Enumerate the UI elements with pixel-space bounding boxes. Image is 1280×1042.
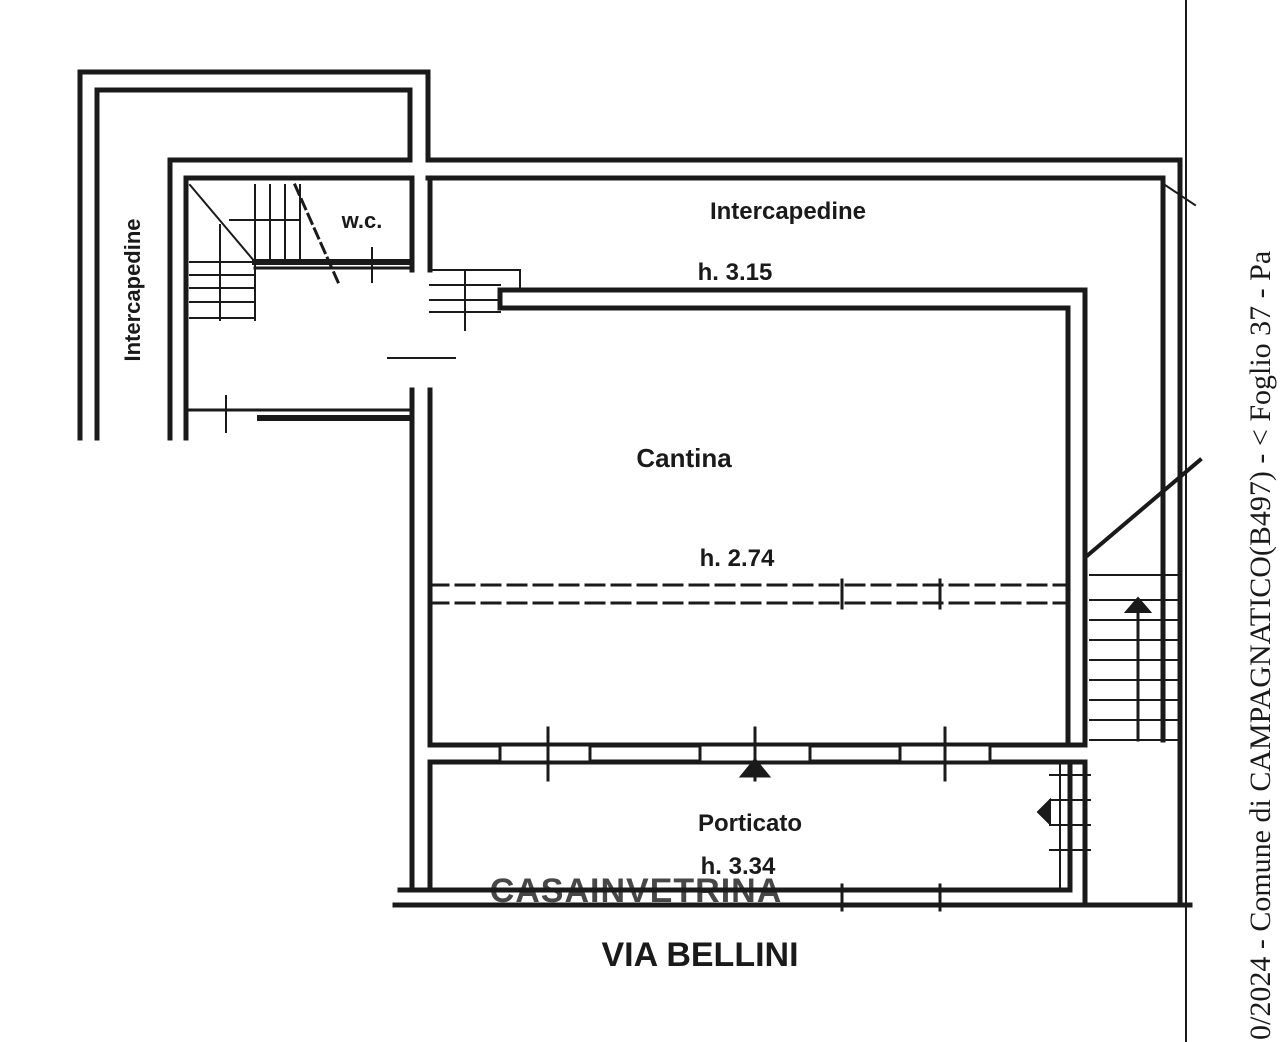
room-label-porticato: Porticato xyxy=(698,810,802,837)
room-label-cantina: Cantina xyxy=(636,443,732,473)
height-label-porticato: h. 3.34 xyxy=(701,853,776,880)
openings xyxy=(498,726,992,782)
beam-lines xyxy=(428,583,1070,907)
watermark: CASAINVETRINA xyxy=(490,872,783,910)
room-label-wc: w.c. xyxy=(341,208,383,233)
street-label: VIA BELLINI xyxy=(601,936,798,974)
staircase-wc xyxy=(188,183,340,321)
room-label-intercapedine: Intercapedine xyxy=(710,198,866,225)
intercapedine-walls xyxy=(497,287,1088,743)
staircase-entry xyxy=(429,269,521,331)
staircase-right xyxy=(1036,179,1203,891)
cadastral-side-text: 0/2024 - Comune di CAMPAGNATICO(B497) - … xyxy=(1244,251,1277,1040)
height-label-cantina: h. 2.74 xyxy=(700,545,775,572)
room-label-intercapedine-left: Intercapedine xyxy=(120,218,145,361)
height-label-intercapedine: h. 3.15 xyxy=(698,259,773,286)
outer-walls xyxy=(77,69,1183,903)
beam-marks xyxy=(840,578,942,912)
